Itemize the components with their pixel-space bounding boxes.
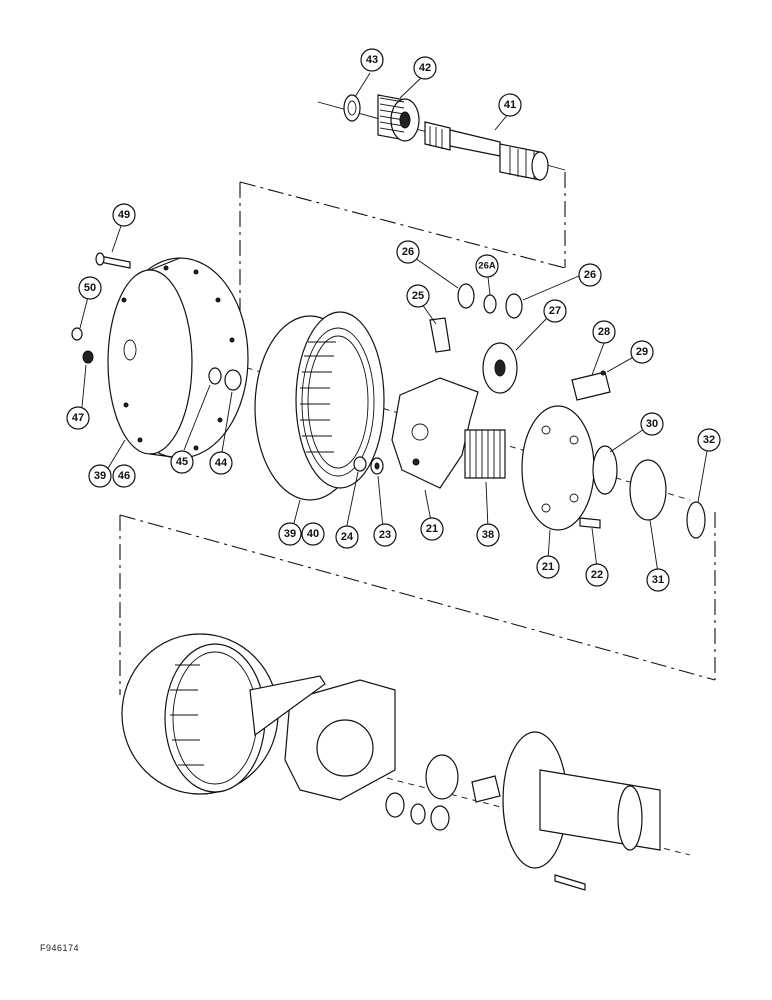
callout-45: 45 xyxy=(170,450,194,474)
leader-lines xyxy=(79,72,708,574)
svg-text:46: 46 xyxy=(118,470,130,482)
callout-44: 44 xyxy=(209,451,233,475)
top-shaft-group xyxy=(343,94,549,181)
planet-carrier xyxy=(391,283,706,539)
svg-text:26: 26 xyxy=(402,246,414,258)
svg-text:26: 26 xyxy=(584,269,596,281)
svg-text:42: 42 xyxy=(419,62,431,74)
svg-text:39: 39 xyxy=(284,528,296,540)
callout-28: 28 xyxy=(592,320,616,344)
callout-39-left: 39 xyxy=(88,464,112,488)
svg-text:45: 45 xyxy=(176,456,188,468)
svg-text:29: 29 xyxy=(636,346,648,358)
svg-text:39: 39 xyxy=(94,470,106,482)
svg-text:27: 27 xyxy=(549,305,561,317)
svg-text:22: 22 xyxy=(591,569,603,581)
callout-22: 22 xyxy=(585,563,609,587)
callout-32: 32 xyxy=(697,428,721,452)
callout-29: 29 xyxy=(630,340,654,364)
lower-assembly xyxy=(121,633,661,891)
svg-text:47: 47 xyxy=(72,412,84,424)
svg-text:28: 28 xyxy=(598,326,610,338)
callout-43: 43 xyxy=(360,48,384,72)
svg-text:21: 21 xyxy=(542,561,554,573)
svg-text:43: 43 xyxy=(366,54,378,66)
callout-49: 49 xyxy=(112,203,136,227)
svg-text:49: 49 xyxy=(118,209,130,221)
callout-25: 25 xyxy=(406,284,430,308)
figure-id: F946174 xyxy=(40,943,80,953)
callout-38: 38 xyxy=(476,523,500,547)
svg-text:32: 32 xyxy=(703,434,715,446)
svg-text:31: 31 xyxy=(652,574,664,586)
svg-text:50: 50 xyxy=(84,282,96,294)
svg-text:30: 30 xyxy=(646,418,658,430)
svg-text:41: 41 xyxy=(504,99,516,111)
svg-text:40: 40 xyxy=(307,528,319,540)
ring-gear-upper xyxy=(254,311,385,501)
cover-plate xyxy=(71,252,249,459)
callout-21-right: 21 xyxy=(536,555,560,579)
callout-26-left: 26 xyxy=(396,240,420,264)
callout-40: 40 xyxy=(301,522,325,546)
callout-41: 41 xyxy=(498,93,522,117)
svg-text:24: 24 xyxy=(341,531,354,543)
callout-39-right: 39 xyxy=(278,522,302,546)
callouts: 43 42 41 49 50 47 26 26A 26 25 27 28 29 … xyxy=(66,48,721,592)
callout-50: 50 xyxy=(78,276,102,300)
callout-24: 24 xyxy=(335,525,359,549)
callout-26a: 26A xyxy=(475,254,499,278)
callout-46: 46 xyxy=(112,464,136,488)
svg-text:38: 38 xyxy=(482,529,494,541)
nut-washer xyxy=(353,456,384,475)
callout-26-right: 26 xyxy=(578,263,602,287)
svg-text:23: 23 xyxy=(379,529,391,541)
callout-27: 27 xyxy=(543,299,567,323)
callout-42: 42 xyxy=(413,56,437,80)
callout-23: 23 xyxy=(373,523,397,547)
callout-21-left: 21 xyxy=(420,517,444,541)
svg-text:44: 44 xyxy=(215,457,228,469)
svg-text:25: 25 xyxy=(412,290,424,302)
callout-30: 30 xyxy=(640,412,664,436)
callout-47: 47 xyxy=(66,406,90,430)
svg-text:21: 21 xyxy=(426,523,438,535)
svg-text:26A: 26A xyxy=(478,261,496,272)
callout-31: 31 xyxy=(646,568,670,592)
